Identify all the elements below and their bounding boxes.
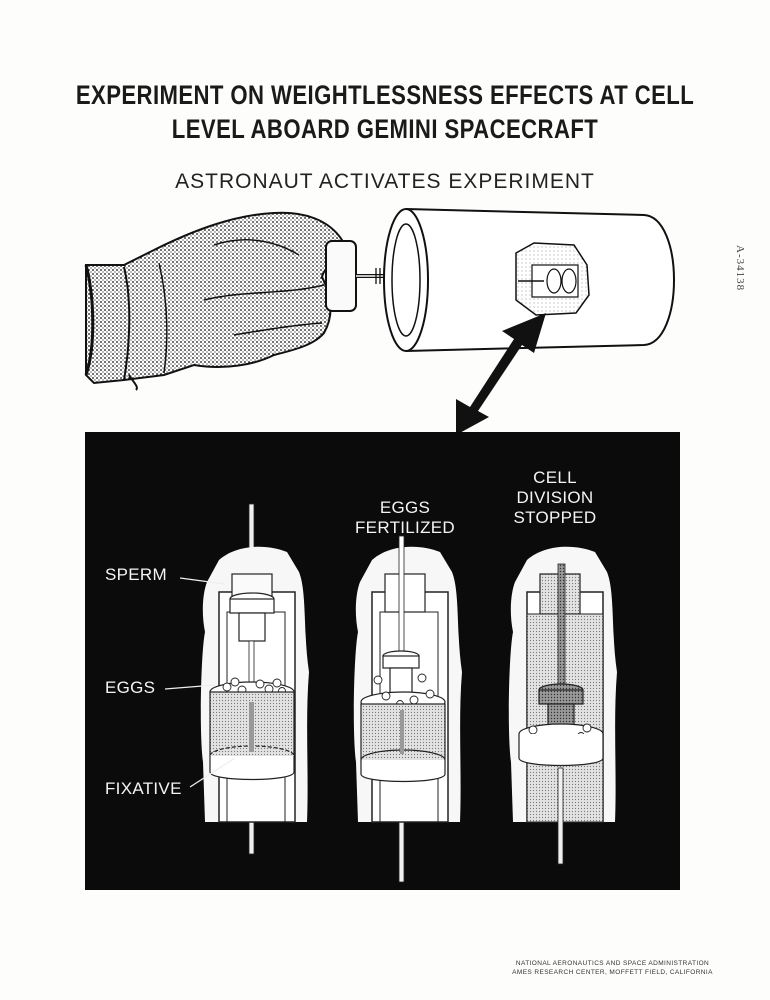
label-leader-lines — [164, 577, 236, 788]
double-arrow-icon — [456, 313, 546, 435]
caption-eggs-fertilized: EGGS FERTILIZED — [355, 498, 455, 537]
hand-and-canister-illustration — [84, 208, 675, 435]
stage-initial-cylinder — [200, 503, 309, 855]
subtitle: ASTRONAUT ACTIVATES EXPERIMENT — [175, 170, 595, 193]
side-code: A-34138 — [734, 245, 746, 292]
cylinder-diagrams — [164, 503, 617, 883]
experiment-canister-icon — [383, 208, 675, 352]
label-eggs: EGGS — [105, 678, 156, 697]
label-sperm: SPERM — [105, 565, 167, 584]
stage-stopped-cylinder — [508, 546, 617, 865]
gloved-hand-icon — [84, 211, 357, 391]
label-fixative: FIXATIVE — [105, 779, 182, 798]
stage-fertilized-cylinder — [353, 535, 462, 883]
caption-cell-division-stopped: CELL DIVISION STOPPED — [513, 468, 597, 527]
title-line-2: LEVEL ABOARD GEMINI SPACECRAFT — [171, 114, 599, 144]
title-line-1: EXPERIMENT ON WEIGHTLESSNESS EFFECTS AT … — [75, 80, 695, 110]
footer-credit: NATIONAL AERONAUTICS AND SPACE ADMINISTR… — [512, 960, 713, 976]
page-title: EXPERIMENT ON WEIGHTLESSNESS EFFECTS AT … — [69, 78, 700, 146]
experiment-stages-panel: SPERM EGGS FIXATIVE EGGS FERTILIZED CELL… — [85, 432, 680, 890]
